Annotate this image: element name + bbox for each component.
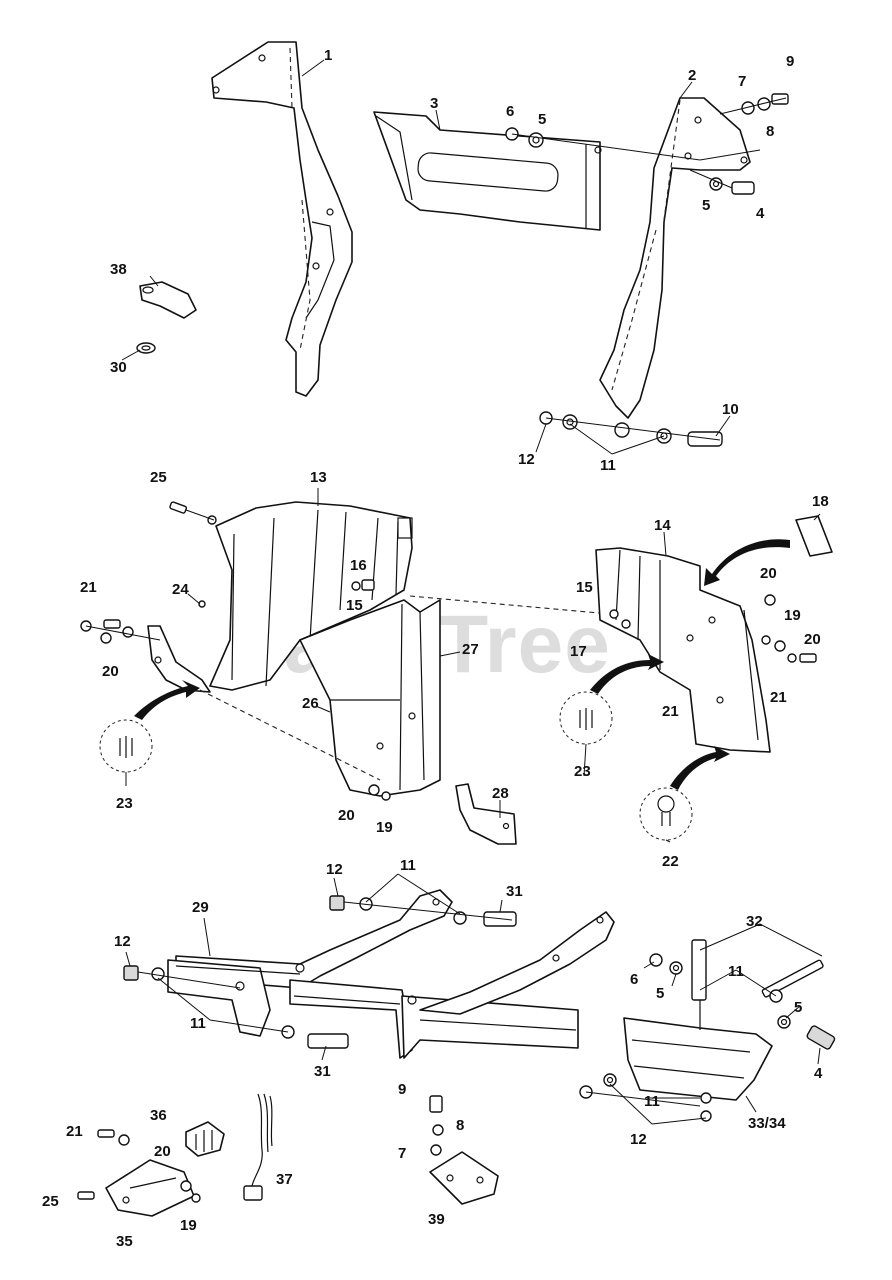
part-13-housing: [209, 501, 413, 691]
callout-9: 9: [398, 1081, 406, 1098]
leader-lines: [121, 59, 823, 1125]
callout-19: 19: [376, 819, 393, 836]
part-29-frame: [167, 889, 615, 1059]
callout-12: 12: [518, 451, 535, 468]
callout-20: 20: [102, 663, 119, 680]
callout-15: 15: [576, 579, 593, 596]
hardware-20-19-center: [368, 784, 391, 801]
detail-23-left: [99, 680, 200, 773]
callout-12: 12: [326, 861, 343, 878]
part-39-plate: [429, 1151, 499, 1205]
hardware-9-8-7: [429, 1095, 444, 1156]
callout-6: 6: [506, 103, 514, 120]
hardware-lower-frame: [123, 895, 517, 1049]
callout-39: 39: [428, 1211, 445, 1228]
callout-9: 9: [786, 53, 794, 70]
callout-4: 4: [756, 205, 765, 222]
callout-38: 38: [110, 261, 127, 278]
callout-21: 21: [770, 689, 787, 706]
callout-15: 15: [346, 597, 363, 614]
part-30-nut: [136, 342, 156, 354]
arrow-18: [704, 539, 790, 586]
callout-26: 26: [302, 695, 319, 712]
hardware-16-15: [351, 579, 375, 591]
part-2-right-side-bracket: [599, 97, 751, 419]
hardware-right-middle: [609, 594, 817, 663]
callout-31: 31: [506, 883, 523, 900]
callout-12: 12: [630, 1131, 647, 1148]
callout-11: 11: [728, 963, 744, 980]
part-28-clip-bracket: [455, 783, 517, 845]
callout-20: 20: [154, 1143, 171, 1160]
callout-14: 14: [654, 517, 671, 534]
callout-5: 5: [794, 999, 802, 1016]
callout-27: 27: [462, 641, 479, 658]
callout-2: 2: [688, 67, 696, 84]
callout-1: 1: [324, 47, 332, 64]
callout-23: 23: [116, 795, 133, 812]
callout-20: 20: [804, 631, 821, 648]
callout-37: 37: [276, 1171, 293, 1188]
callout-31: 31: [314, 1063, 331, 1080]
part-37-wire-harness: [243, 1093, 273, 1201]
callout-13: 13: [310, 469, 327, 486]
callout-23: 23: [574, 763, 591, 780]
callout-18: 18: [812, 493, 829, 510]
hardware-top-group: [505, 93, 789, 447]
callout-17: 17: [570, 643, 587, 660]
detail-23-right: [559, 654, 664, 745]
part-24-side-plate: [147, 625, 211, 693]
hardware-35-group: [77, 1129, 201, 1203]
hardware-left-middle: [80, 501, 217, 644]
callout-19: 19: [180, 1217, 197, 1234]
part-1-left-side-bracket: [211, 41, 353, 397]
callout-4: 4: [814, 1065, 823, 1082]
part-3-mounting-plate: [373, 111, 602, 231]
callout-5: 5: [656, 985, 664, 1002]
callout-33-34: 33/34: [748, 1115, 786, 1132]
callout-21: 21: [66, 1123, 83, 1140]
callout-21: 21: [80, 579, 97, 596]
part-36-connector: [185, 1121, 225, 1157]
callout-7: 7: [738, 73, 746, 90]
callout-6: 6: [630, 971, 638, 988]
callout-11: 11: [400, 857, 416, 874]
callout-20: 20: [338, 807, 355, 824]
callout-10: 10: [722, 401, 739, 418]
part-14-right-housing: [595, 547, 771, 753]
callout-8: 8: [766, 123, 774, 140]
callout-5: 5: [702, 197, 710, 214]
callout-35: 35: [116, 1233, 133, 1250]
callout-11: 11: [644, 1093, 660, 1110]
callout-16: 16: [350, 557, 367, 574]
callout-11: 11: [600, 457, 616, 474]
callout-32: 32: [746, 913, 763, 930]
part-18-label: [795, 515, 833, 557]
hardware-32-group: [579, 953, 836, 1122]
callout-20: 20: [760, 565, 777, 582]
callout-28: 28: [492, 785, 509, 802]
callout-11: 11: [190, 1015, 206, 1032]
callout-8: 8: [456, 1117, 464, 1134]
callout-25: 25: [42, 1193, 59, 1210]
callout-7: 7: [398, 1145, 406, 1162]
part-26-27-deflector-channel: [199, 595, 611, 797]
callout-5: 5: [538, 111, 546, 128]
part-33-34-bracket: [623, 939, 773, 1101]
callout-labels: 1 2 3 6 5 7 9 8 5 4 10 12 11 38 30 25 13…: [42, 47, 829, 1250]
callout-22: 22: [662, 853, 679, 870]
callout-3: 3: [430, 95, 438, 112]
callout-19: 19: [784, 607, 801, 624]
callout-30: 30: [110, 359, 127, 376]
part-38-knob: [139, 281, 197, 319]
detail-22: [639, 746, 730, 841]
callout-36: 36: [150, 1107, 167, 1124]
callout-29: 29: [192, 899, 209, 916]
callout-12: 12: [114, 933, 131, 950]
callout-21: 21: [662, 703, 679, 720]
callout-24: 24: [172, 581, 189, 598]
callout-25: 25: [150, 469, 167, 486]
